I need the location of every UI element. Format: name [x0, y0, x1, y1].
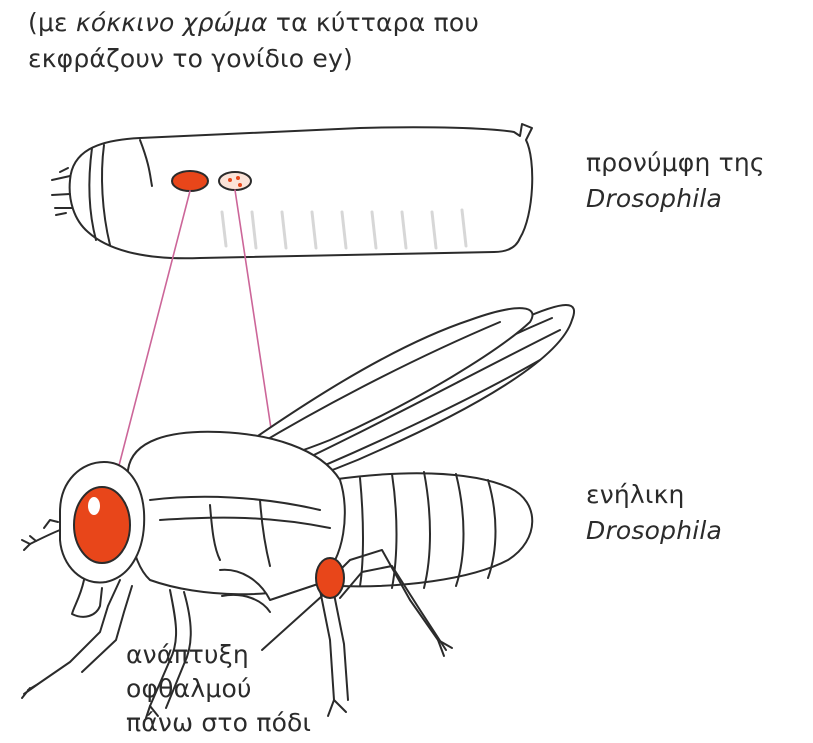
eye-antennal-disc [172, 171, 208, 191]
leg-ectopic-eye [316, 558, 344, 598]
fly-thorax [127, 432, 345, 595]
leg-disc [219, 172, 251, 190]
compound-eye [74, 487, 130, 563]
adult-fly [22, 305, 574, 718]
larva [52, 124, 532, 258]
